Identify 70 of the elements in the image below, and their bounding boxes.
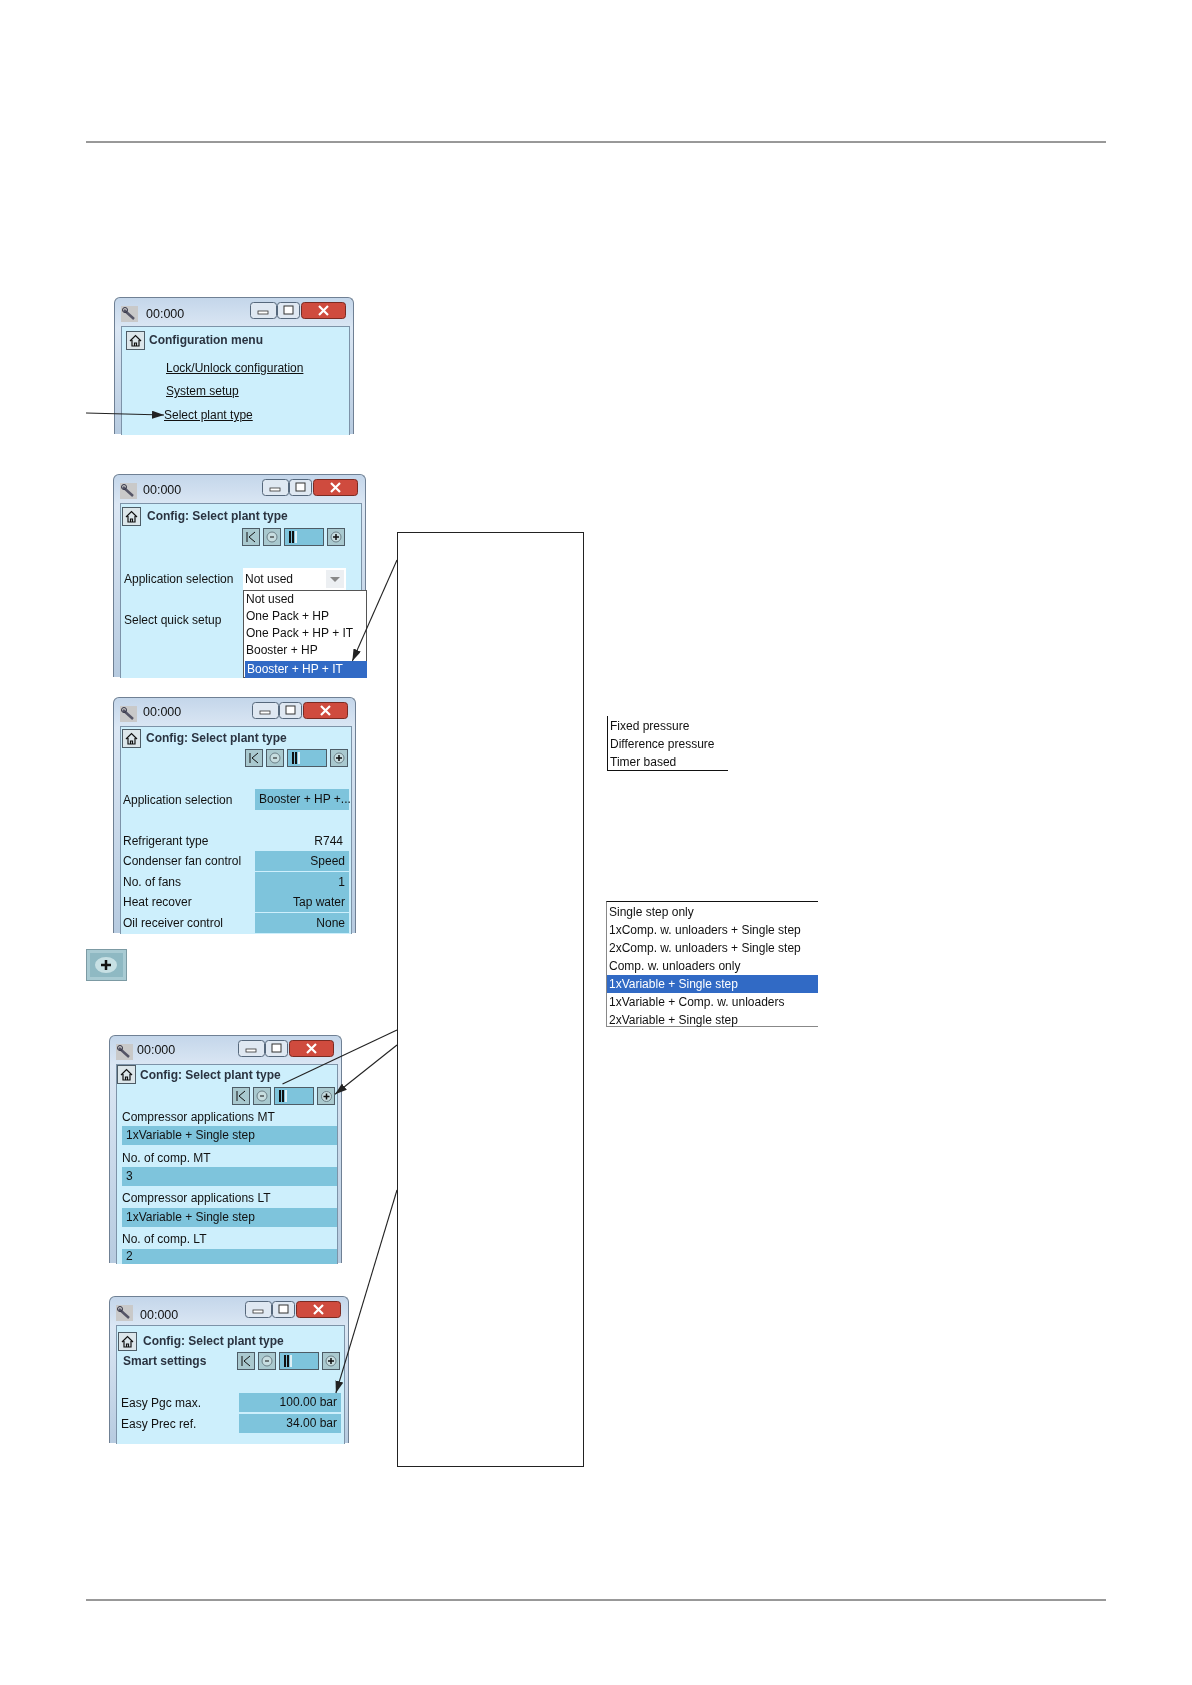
value-field: 1xVariable + Single step (122, 1126, 337, 1145)
list-option: Comp. w. unloaders only (609, 957, 741, 975)
field-label: Heat recover (123, 894, 192, 910)
field-label: Easy Pgc max. (121, 1395, 202, 1411)
window-title: 00:000 (146, 306, 185, 322)
dropdown-list (606, 901, 818, 1027)
value-field: 34.00 bar (239, 1414, 341, 1433)
leader-line (351, 559, 398, 662)
value-field: 100.00 bar (239, 1393, 341, 1412)
list-option: Not used (246, 591, 295, 608)
app-window (113, 474, 366, 677)
field-label: Oil receiver control (123, 915, 224, 931)
window-title: 00:000 (137, 1042, 176, 1058)
panel-heading: Config: Select plant type (146, 730, 287, 746)
list-option: One Pack + HP + IT (246, 625, 354, 642)
leader-line (334, 1044, 398, 1095)
list-option: 1xVariable + Comp. w. unloaders (609, 993, 785, 1011)
list-option: One Pack + HP (246, 608, 330, 625)
list-option: 2xVariable + Single step (609, 1011, 738, 1029)
app-window (113, 697, 356, 933)
field-label: Application selection (123, 792, 233, 808)
list-option: Single step only (609, 903, 694, 921)
value-field: 1xVariable + Single step (122, 1208, 337, 1227)
window-title: 00:000 (143, 482, 182, 498)
value-field: Booster + HP +... (255, 789, 349, 810)
value-field: 1 (255, 872, 349, 892)
field-label: Compressor applications MT (122, 1109, 275, 1125)
field-label: Refrigerant type (123, 833, 209, 849)
value-field: 3 (122, 1167, 337, 1186)
panel-heading: Smart settings (123, 1353, 207, 1369)
field-label: R744 (314, 833, 343, 849)
list-option: Difference pressure (610, 735, 715, 753)
list-option: 2xComp. w. unloaders + Single step (609, 939, 801, 957)
field-label: Compressor applications LT (122, 1190, 271, 1206)
panel-heading: Config: Select plant type (143, 1333, 284, 1349)
field-label: No. of fans (123, 874, 182, 890)
list-option: Timer based (610, 753, 677, 771)
app-window (109, 1296, 349, 1443)
app-window (114, 297, 354, 434)
field-label: Application selection (124, 571, 234, 587)
window-title: 00:000 (143, 704, 182, 720)
menu-link: System setup (166, 383, 239, 399)
field-label: No. of comp. LT (122, 1231, 207, 1247)
menu-link: Lock/Unlock configuration (166, 360, 304, 376)
empty-frame (397, 532, 584, 1467)
value-field: Speed (255, 851, 349, 871)
panel-heading: Config: Select plant type (140, 1067, 290, 1084)
next-button (317, 1087, 335, 1105)
field-label: Condenser fan control (123, 853, 242, 869)
window-title: 00:000 (140, 1307, 179, 1323)
field-label: Easy Prec ref. (121, 1416, 197, 1432)
selected-option: Booster + HP + IT (245, 661, 367, 678)
list-option: 1xComp. w. unloaders + Single step (609, 921, 801, 939)
dropdown-field: Not used (243, 568, 346, 590)
selected-option: 1xVariable + Single step (607, 975, 818, 993)
value-field: 2 (122, 1249, 337, 1264)
value-field: None (255, 913, 349, 933)
list-option: Booster + HP (246, 642, 318, 659)
panel-heading: Configuration menu (149, 332, 263, 348)
list-option: Fixed pressure (610, 717, 690, 735)
value-field: Tap water (255, 892, 349, 912)
leader-line (335, 1189, 398, 1394)
app-window (109, 1035, 342, 1263)
field-label: Select quick setup (124, 612, 222, 628)
leader-line (281, 1029, 398, 1085)
panel-heading: Config: Select plant type (147, 508, 288, 524)
menu-link: Select plant type (164, 407, 253, 423)
field-label: No. of comp. MT (122, 1150, 211, 1166)
arrow (85, 410, 165, 419)
dropdown-list (243, 590, 367, 678)
